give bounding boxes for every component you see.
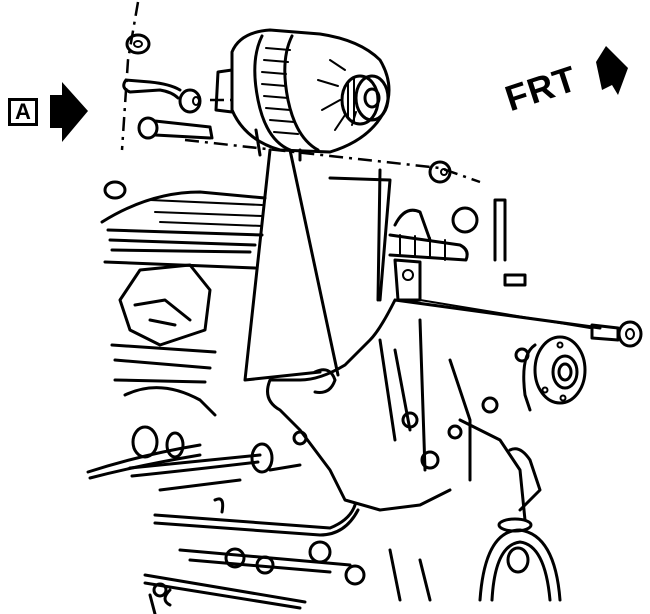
- nut-right: [428, 160, 452, 184]
- valve-cover: [100, 180, 267, 270]
- view-arrow-icon: [50, 82, 88, 142]
- timing-cover: [447, 358, 542, 522]
- crankshaft-pulley: [478, 517, 562, 602]
- alternator-brace: [122, 78, 202, 114]
- intake-manifold: [110, 263, 217, 417]
- alternator-pulley: [340, 74, 390, 126]
- alternator-mounting-bracket: [266, 258, 602, 512]
- nut-top: [125, 33, 151, 55]
- alternator: [214, 28, 391, 162]
- water-pump-hub: [514, 335, 587, 412]
- bolt-long: [137, 116, 214, 140]
- bracket-outline: [243, 148, 392, 382]
- front-arrow-icon: [596, 46, 628, 95]
- wiring-harness: [86, 425, 302, 492]
- camshaft: [388, 198, 527, 287]
- fuel-rail: [143, 497, 432, 614]
- view-label-a: A: [8, 98, 38, 126]
- bolt-right: [419, 299, 643, 348]
